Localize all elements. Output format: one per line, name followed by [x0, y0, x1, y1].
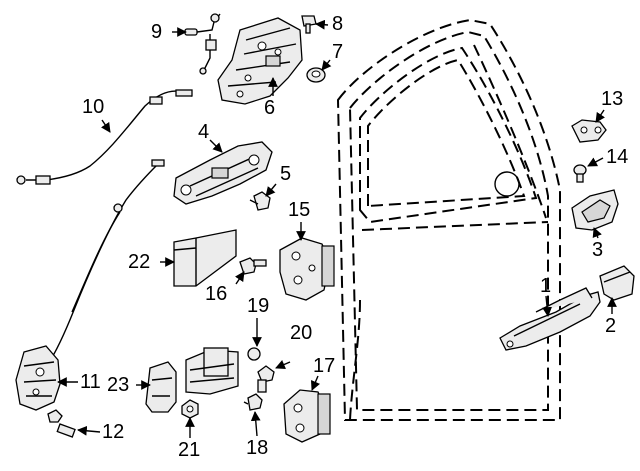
part-10-release-cable — [16, 89, 193, 185]
part-1-outside-handle — [499, 287, 601, 351]
part-18-bolt — [243, 393, 263, 411]
part-11-door-latch — [15, 159, 165, 411]
part-4-inside-handle — [173, 141, 273, 205]
part-22-bumper — [173, 229, 237, 287]
part-23-striker — [145, 361, 177, 413]
part-6-door-lock-actuator — [217, 17, 303, 105]
callout-label-17: 17 — [313, 355, 336, 377]
callout-label-11: 11 — [80, 371, 101, 393]
callout-label-19: 19 — [247, 295, 270, 317]
callout-label-2: 2 — [605, 315, 617, 337]
part-12-latch-screw — [47, 409, 76, 438]
callout-label-5: 5 — [280, 163, 292, 185]
callout-label-23: 23 — [107, 374, 130, 396]
part-9-lock-cylinder-rod — [184, 13, 221, 75]
callout-label-4: 4 — [198, 121, 210, 143]
callout-label-22: 22 — [128, 251, 151, 273]
callout-label-14: 14 — [606, 146, 629, 168]
part-8-bolt — [301, 15, 317, 34]
part-7-grommet — [306, 67, 326, 83]
callout-label-21: 21 — [178, 439, 201, 461]
callout-label-13: 13 — [601, 88, 624, 110]
callout-label-16: 16 — [205, 283, 228, 305]
part-15-upper-hinge — [279, 237, 335, 301]
part-16-bolt — [239, 257, 267, 275]
callout-label-1: 1 — [540, 275, 552, 297]
callout-label-6: 6 — [264, 97, 276, 119]
callout-label-18: 18 — [246, 437, 269, 459]
part-20-bolt — [257, 365, 275, 393]
callout-label-12: 12 — [102, 421, 125, 443]
part-17-lower-hinge — [283, 389, 331, 443]
part-14-screw — [573, 164, 587, 183]
part-2-handle-cap — [599, 265, 635, 301]
callout-label-3: 3 — [592, 239, 604, 261]
leader-lines — [57, 19, 617, 438]
part-13-bracket — [571, 119, 607, 143]
part-21-nut — [181, 399, 199, 419]
part-3-handle-bracket — [571, 189, 619, 231]
callout-label-10: 10 — [82, 96, 105, 118]
part-19-door-check — [185, 347, 261, 395]
callout-label-20: 20 — [290, 322, 313, 344]
callout-label-15: 15 — [288, 199, 311, 221]
callout-label-9: 9 — [151, 21, 163, 43]
callout-label-8: 8 — [332, 13, 344, 35]
callout-label-7: 7 — [332, 41, 344, 63]
door-outline — [336, 18, 561, 421]
